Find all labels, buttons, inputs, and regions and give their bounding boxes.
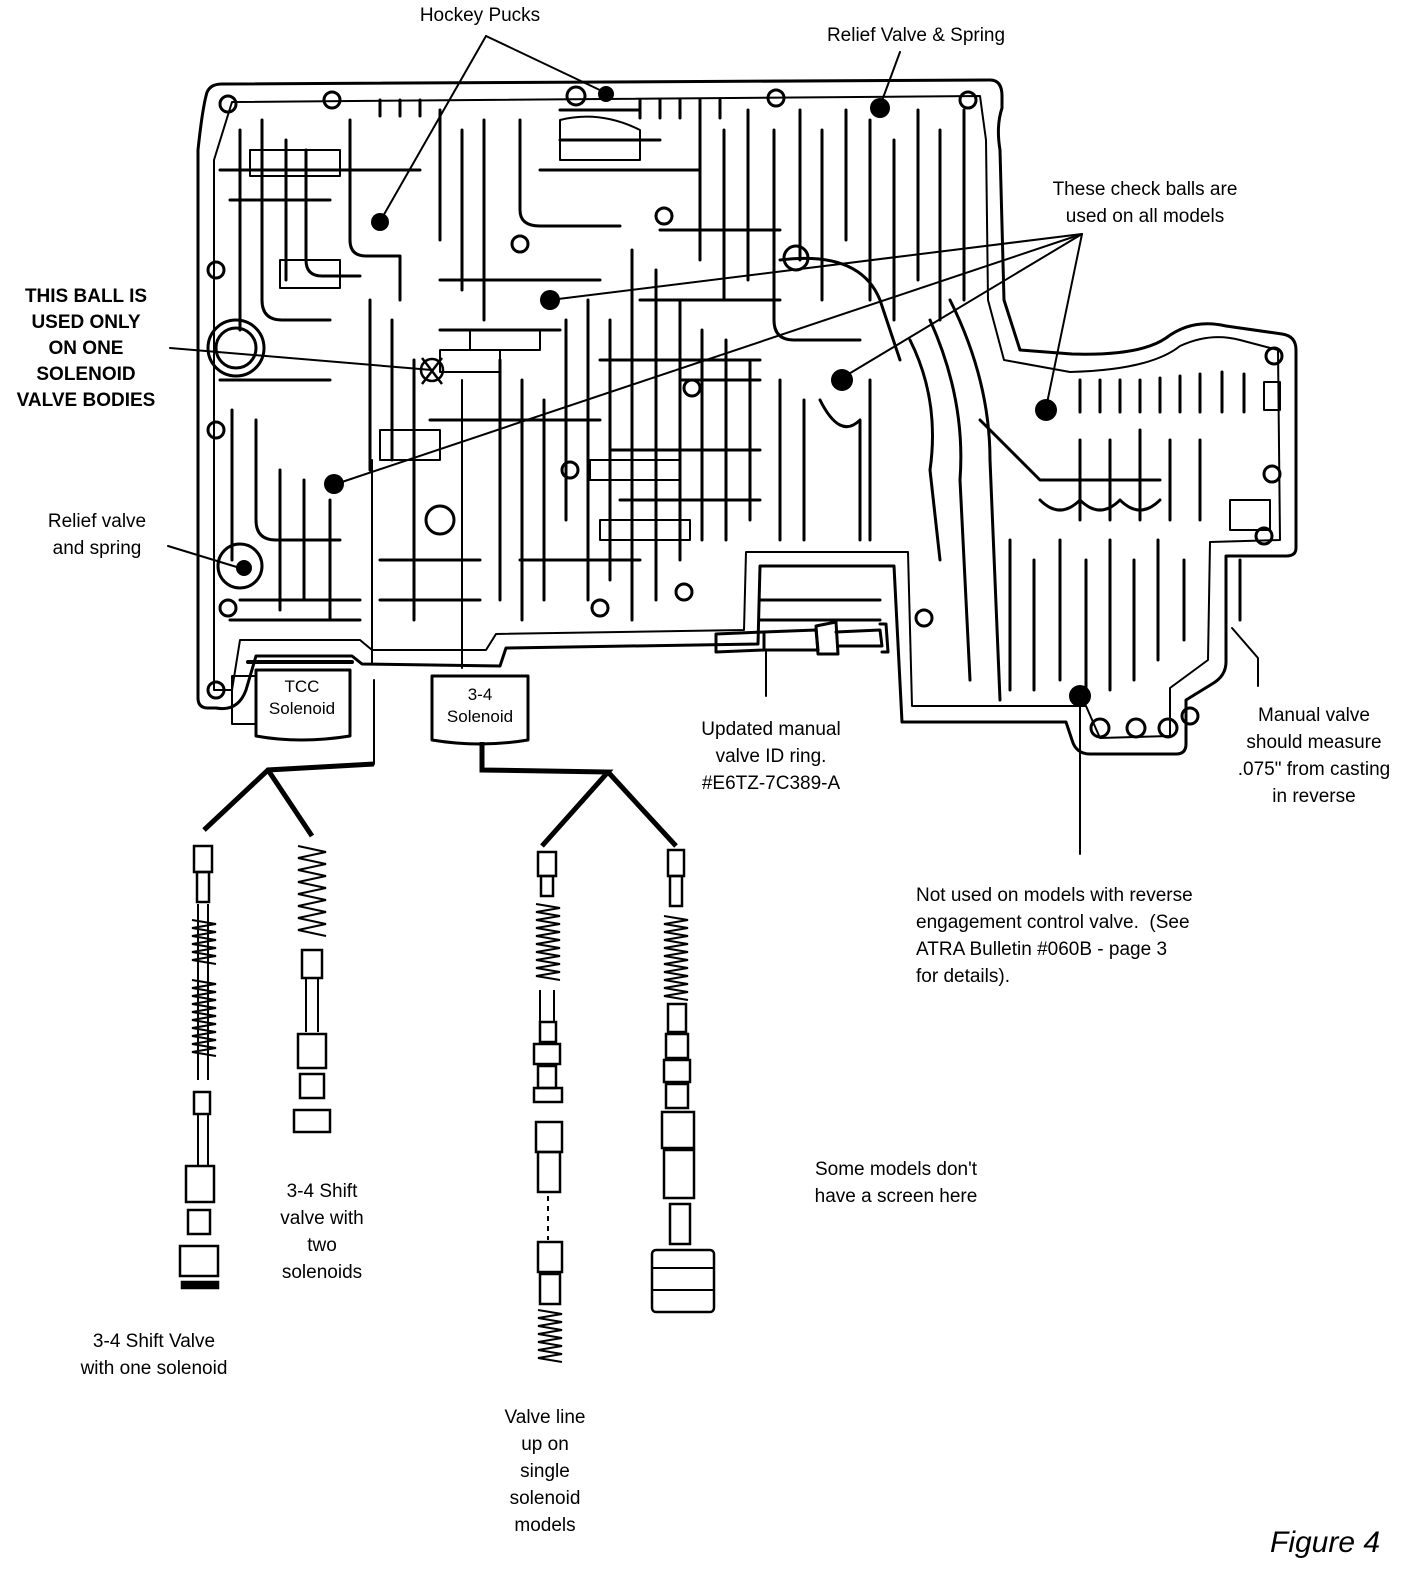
label-solenoid-34: 3-4 Solenoid	[446, 685, 514, 726]
lineup-connector-right	[479, 742, 678, 848]
label-not-used: Not used on models with reverse engageme…	[916, 885, 1193, 987]
leader-check-c	[1045, 233, 1083, 409]
figure-label: Figure 4	[1270, 1526, 1381, 1559]
lineup-one-solenoid	[178, 844, 220, 1290]
label-some-models: Some models don't have a screen here	[814, 1159, 978, 1207]
label-hockey-pucks: Hockey Pucks	[419, 5, 541, 26]
label-tcc-solenoid: TCC Solenoid	[268, 677, 336, 718]
lineup-column-four	[650, 848, 716, 1314]
leader-check-a	[549, 233, 1083, 301]
leader-relief-left	[167, 545, 241, 569]
leader-check-d	[335, 233, 1083, 485]
tcc-solenoid-body	[231, 660, 354, 742]
label-shift-two: 3-4 Shift valve with two solenoids	[280, 1181, 364, 1283]
valve-body-outline	[196, 78, 1298, 756]
solenoid-34-body	[430, 674, 530, 746]
leader-hockey-pucks-b	[485, 35, 605, 93]
lineup-single-solenoid	[532, 850, 564, 1363]
label-relief-valve-spring-top: Relief Valve & Spring	[826, 25, 1006, 46]
label-this-ball: THIS BALL IS USED ONLY ON ONE SOLENOID V…	[16, 286, 156, 411]
label-valve-lineup: Valve line up on single solenoid models	[504, 1407, 586, 1536]
label-manual-valve-measure: Manual valve should measure .075" from c…	[1237, 705, 1391, 807]
label-shift-one: 3-4 Shift Valve with one solenoid	[80, 1331, 228, 1379]
manual-valve	[714, 620, 890, 656]
leader-this-ball	[169, 347, 433, 371]
leader-hockey-pucks-a	[381, 35, 487, 219]
lineup-connector-left	[202, 761, 375, 838]
label-check-balls: These check balls are used on all models	[1052, 179, 1238, 227]
leader-check-b	[841, 233, 1083, 379]
leader-relief-top	[879, 51, 901, 107]
label-relief-valve-left: Relief valve and spring	[47, 511, 147, 559]
lineup-two-solenoids	[292, 845, 332, 1134]
label-manual-valve-id: Updated manual valve ID ring. #E6TZ-7C38…	[701, 719, 841, 794]
leader-manual-measure	[1231, 627, 1259, 687]
